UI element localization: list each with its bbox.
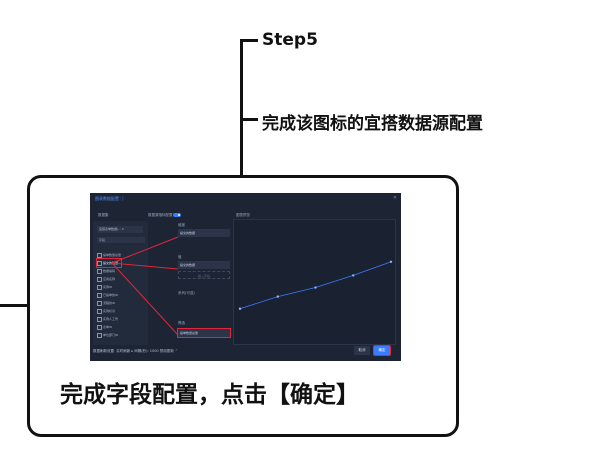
config-dialog-screenshot: 图表数据配置 ⓘ ✕ 数据集 数据源指标配置 图表预览 宜搭表单数据(… ▾ 字… (90, 193, 401, 361)
x-slot-label: 维度 (178, 223, 185, 227)
checkbox-icon (97, 285, 102, 290)
checkbox-icon (97, 261, 102, 266)
y-slot-dropzone[interactable]: 拖入字段 (178, 271, 230, 279)
connector-horizontal-mid (240, 118, 258, 121)
checkbox-icon (97, 333, 102, 338)
dataset-select[interactable]: 宜搭表单数据(… ▾ (97, 226, 143, 233)
close-icon[interactable]: ✕ (392, 195, 397, 201)
field-search-input[interactable]: 字段 (97, 237, 145, 243)
filter-slot[interactable]: 提单数量总量 (177, 328, 231, 338)
series-slot-label: 系列(可选) (178, 291, 195, 295)
checkbox-icon (97, 293, 102, 298)
checkbox-icon (97, 269, 102, 274)
field-item[interactable]: 实例人工号 (97, 315, 121, 323)
field-panel: 宜搭表单数据(… ▾ 字段 提单数量总量 提交的数据 数据编码 应用名称 实例I… (93, 221, 148, 345)
red-annotation-lines (111, 236, 179, 336)
connector-horizontal-top (240, 39, 258, 42)
data-point (352, 274, 355, 277)
dialog-title: 图表数据配置 ⓘ (95, 196, 125, 201)
dimension-header: 数据源指标配置 (148, 213, 173, 217)
line-chart (238, 260, 393, 310)
data-point (238, 307, 242, 310)
dataset-header: 数据集 (98, 213, 109, 217)
step-title: Step5 (262, 30, 318, 50)
filter-slot-label: 筛选 (178, 321, 185, 325)
checkbox-icon (97, 309, 102, 314)
confirm-button[interactable]: 确定 (373, 345, 391, 356)
step-description: 完成该图标的宜搭数据源配置 (262, 114, 483, 134)
annotation-line (111, 262, 179, 270)
chart-preview (233, 219, 396, 345)
field-item[interactable]: 提单数量总量 (97, 251, 121, 259)
data-point (276, 295, 279, 298)
dimension-toggle[interactable] (173, 213, 181, 217)
y-slot[interactable]: 提交的数据 (178, 261, 230, 269)
field-item[interactable]: 流程的ID (97, 299, 121, 307)
field-item-highlighted[interactable]: 提交的数据 (95, 258, 123, 268)
slot-panel: 维度 提交的数据 值 提交的数据 拖入字段 系列(可选) 筛选 提单数量总量 (176, 221, 231, 345)
annotation-line (111, 262, 179, 336)
instruction-card: 图表数据配置 ⓘ ✕ 数据集 数据源指标配置 图表预览 宜搭表单数据(… ▾ 字… (27, 175, 459, 437)
card-caption: 完成字段配置，点击【确定】 (60, 382, 359, 408)
field-item[interactable]: 数据编码 (97, 267, 121, 275)
data-point (314, 286, 317, 289)
y-slot-label: 值 (178, 255, 182, 259)
connector-vertical (240, 39, 243, 176)
checkbox-icon (97, 253, 102, 258)
annotation-line (111, 236, 179, 264)
data-point (389, 260, 393, 263)
checkbox-icon (97, 317, 102, 322)
field-item[interactable]: 实例ID (97, 283, 121, 291)
field-item[interactable]: 应用名称 (97, 275, 121, 283)
field-list: 提单数量总量 提交的数据 数据编码 应用名称 实例ID 已提单的ID 流程的ID… (95, 251, 123, 339)
connector-left-stub (0, 304, 28, 307)
checkbox-icon (97, 301, 102, 306)
field-item[interactable]: 单位部门ID (97, 331, 121, 339)
x-slot[interactable]: 提交的数据 (178, 229, 230, 237)
refresh-settings: 数据刷新设置 实时刷新 ▸ 间隔(秒): 1000 禁用更新 ⌃ (93, 349, 178, 353)
field-item[interactable]: 表单ID (97, 323, 121, 331)
preview-header: 图表预览 (236, 213, 250, 217)
field-item[interactable]: 实例标识 (97, 307, 121, 315)
field-item[interactable]: 已提单的ID (97, 291, 121, 299)
cancel-button[interactable]: 取消 (354, 346, 370, 355)
checkbox-icon (97, 325, 102, 330)
checkbox-icon (97, 277, 102, 282)
